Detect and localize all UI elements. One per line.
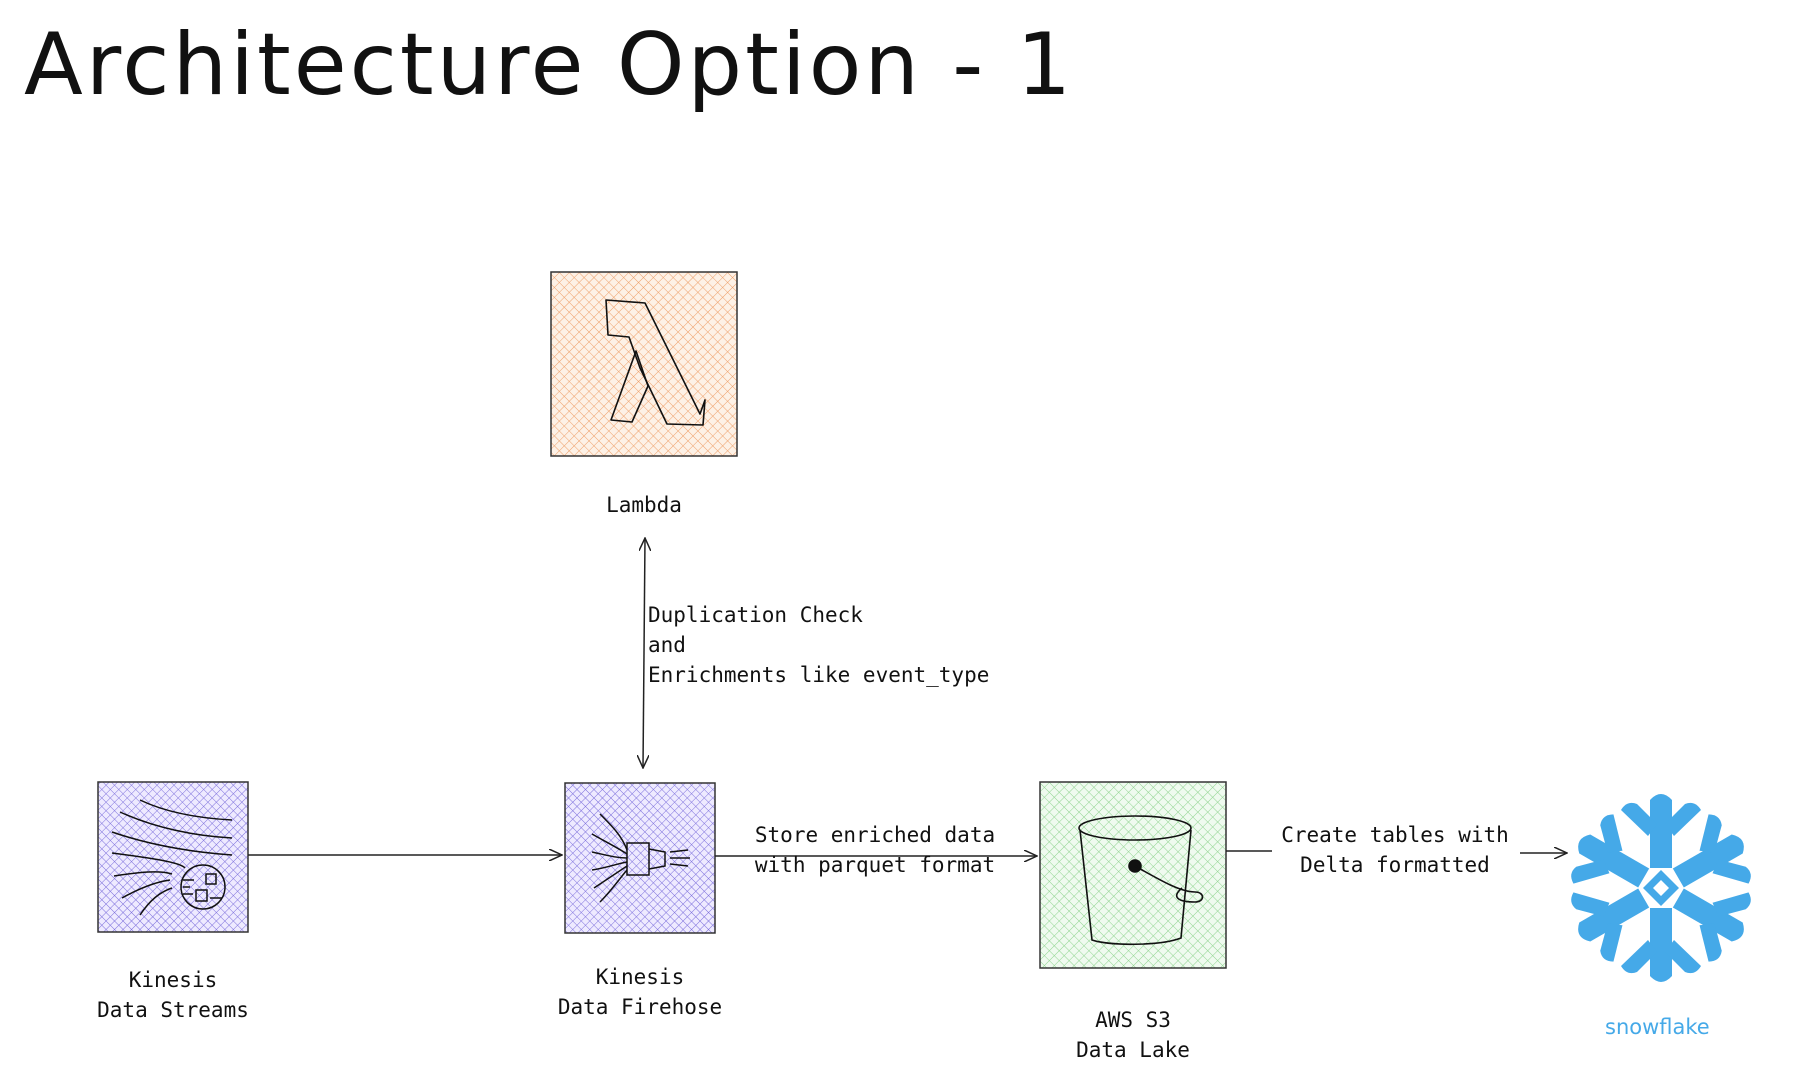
lambda-label: Lambda (594, 490, 694, 520)
edge-label-line: with parquet format (754, 853, 996, 877)
kinesis-firehose-node[interactable] (564, 782, 716, 934)
s3-bucket-icon (1078, 815, 1204, 946)
s3-label-line2: Data Lake (1076, 1038, 1190, 1062)
kinesis-firehose-label-line1: Kinesis (595, 965, 685, 989)
edge-label-line: Delta formatted (1300, 853, 1490, 877)
s3-label: AWS S3 Data Lake (1038, 1005, 1228, 1065)
edge-label-firehose-s3: Store enriched data with parquet format (750, 820, 1000, 880)
edge-label-line: Enrichments like event_type (648, 663, 990, 687)
edge-s3-snowflake[interactable] (1226, 851, 1567, 853)
kinesis-firehose-icon (591, 813, 690, 903)
kinesis-data-streams-icon (111, 799, 233, 916)
kinesis-streams-label-line2: Data Streams (97, 998, 249, 1022)
kinesis-streams-label-line1: Kinesis (128, 968, 218, 992)
lambda-label-text: Lambda (606, 493, 682, 517)
s3-node[interactable] (1039, 781, 1227, 969)
snowflake-logo-icon[interactable] (1560, 794, 1763, 982)
s3-label-line1: AWS S3 (1095, 1008, 1171, 1032)
edge-label-line: Store enriched data (754, 823, 996, 847)
edge-label-s3-snowflake: Create tables with Delta formatted (1275, 820, 1515, 880)
lambda-icon (605, 299, 706, 426)
kinesis-streams-node[interactable] (97, 781, 249, 933)
lambda-node[interactable] (550, 271, 738, 457)
snowflake-arm (1621, 794, 1701, 868)
edge-label-line: Create tables with (1281, 823, 1509, 847)
kinesis-firehose-label: Kinesis Data Firehose (540, 962, 740, 1022)
kinesis-firehose-label-line2: Data Firehose (557, 995, 723, 1019)
page-title: Architecture Option - 1 (24, 15, 1075, 115)
edge-label-line: and (648, 633, 686, 657)
snowflake-wordmark: snowflake (1605, 1015, 1710, 1039)
edge-lambda-firehose[interactable] (643, 538, 645, 768)
edge-label-line: Duplication Check (648, 603, 863, 627)
edge-label-lambda-firehose: Duplication Check and Enrichments like e… (648, 600, 989, 690)
kinesis-streams-label: Kinesis Data Streams (78, 965, 268, 1025)
